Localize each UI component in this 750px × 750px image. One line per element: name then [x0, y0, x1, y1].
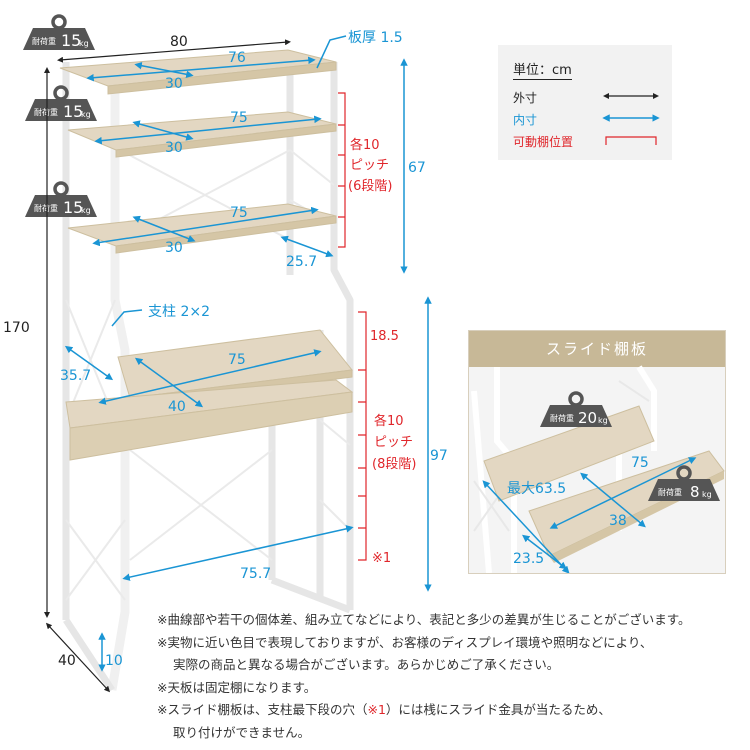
legend-outer: 外寸: [513, 91, 538, 105]
svg-text:8: 8: [690, 483, 700, 501]
top-depth-label: 30: [165, 76, 183, 92]
note-3: ※天板は固定棚になります。: [157, 679, 317, 695]
svg-text:ピッチ: ピッチ: [374, 435, 413, 450]
svg-text:kg: kg: [702, 490, 712, 499]
lower-height-label: 97: [430, 448, 448, 464]
board-thickness-label: 板厚 1.5: [348, 30, 403, 46]
notes: ※曲線部や若干の個体差、組み立てなどにより、表記と多少の差異が生じることがござい…: [157, 609, 690, 744]
slide-side-label: 23.5: [513, 551, 544, 567]
legend-movable: 可動棚位置: [513, 135, 574, 149]
slide-tray-depth-label: 38: [609, 513, 627, 529]
svg-text:(8段階): (8段階): [372, 457, 416, 472]
svg-text:15: 15: [63, 198, 83, 217]
legend-unit: 単位：cm: [513, 59, 572, 80]
svg-text:15: 15: [63, 102, 83, 121]
top-width-label: 76: [228, 50, 246, 66]
slide-shelf-inset: スライド棚板 75 最大63.5 38 23.5 耐荷重 20 kg: [468, 330, 726, 574]
svg-text:耐荷重: 耐荷重: [34, 203, 58, 213]
weight-badge-shelf2: 耐荷重 15 kg: [23, 85, 99, 123]
note-1: ※曲線部や若干の個体差、組み立てなどにより、表記と多少の差異が生じることがござい…: [157, 612, 691, 627]
desk-width-label: 75: [228, 352, 246, 368]
foot-clearance-label: 10: [105, 653, 123, 669]
note-2-cont: 実際の商品と異なる場合がございます。あらかじめご了承ください。: [173, 657, 560, 672]
shelf3-width-label: 75: [230, 205, 248, 221]
inner-dimensions: [64, 35, 432, 672]
upper-height-label: 67: [408, 160, 426, 176]
upper-pitch-label: 各10 ピッチ (6段階): [348, 137, 392, 194]
legend: 単位：cm 外寸 内寸 可動棚位置: [498, 45, 672, 160]
svg-text:kg: kg: [81, 110, 91, 119]
note-4-cont: 取り付けができません。: [173, 724, 311, 740]
svg-text:kg: kg: [81, 206, 91, 215]
weight-badge-top: 耐荷重 15 kg: [21, 14, 97, 52]
lower-top-gap-label: 18.5: [370, 329, 399, 344]
weight-badge-shelf3: 耐荷重 15 kg: [23, 181, 99, 219]
svg-text:kg: kg: [598, 416, 608, 425]
svg-text:ピッチ: ピッチ: [350, 158, 389, 173]
weight-badge-slide-tray: 耐荷重 8 kg: [646, 465, 722, 503]
lower-side-depth-label: 35.7: [60, 368, 91, 384]
slide-shelf-title: スライド棚板: [469, 331, 725, 367]
slide-shelf-illustration: 75 最大63.5 38 23.5 耐荷重 20 kg 耐荷重 8 kg: [471, 365, 725, 573]
shelf3-depth-label: 30: [165, 240, 183, 256]
legend-symbols: [602, 93, 660, 145]
shelf2-depth-label: 30: [165, 140, 183, 156]
svg-text:耐荷重: 耐荷重: [658, 487, 682, 497]
note-mark-label: ※1: [372, 551, 391, 566]
svg-text:各10: 各10: [350, 137, 380, 153]
note-2: ※実物に近い色目で表現しておりますが、お客様のディスプレイ環境や照明などにより、: [157, 634, 653, 650]
bottom-width-label: 75.7: [240, 566, 271, 582]
slide-width-label: 75: [631, 455, 649, 471]
svg-text:耐荷重: 耐荷重: [550, 413, 574, 423]
movable-shelf-brackets: [338, 92, 367, 561]
lower-pitch-label: 各10 ピッチ (8段階): [372, 413, 416, 472]
movable-bracket-icon: [605, 136, 657, 145]
legend-inner: 内寸: [513, 113, 538, 127]
desk-depth-label: 40: [168, 399, 186, 415]
svg-text:kg: kg: [79, 39, 89, 48]
outer-height-label: 170: [3, 320, 30, 336]
svg-text:(6段階): (6段階): [348, 179, 392, 194]
slide-max-depth-label: 最大63.5: [507, 481, 566, 497]
outer-depth-label: 40: [58, 653, 76, 669]
shelf2-width-label: 75: [230, 110, 248, 126]
svg-text:耐荷重: 耐荷重: [32, 36, 56, 46]
outer-width-label: 80: [170, 34, 188, 50]
svg-text:耐荷重: 耐荷重: [34, 107, 58, 117]
note-4: ※スライド棚板は、支柱最下段の穴（※1）には桟にスライド金具が当たるため、: [157, 702, 611, 717]
weight-badge-slide-desk: 耐荷重 20 kg: [538, 391, 614, 429]
post-label: 支柱 2×2: [148, 304, 210, 320]
upper-side-depth-label: 25.7: [286, 254, 317, 270]
svg-text:20: 20: [578, 409, 597, 427]
svg-text:各10: 各10: [374, 413, 404, 429]
